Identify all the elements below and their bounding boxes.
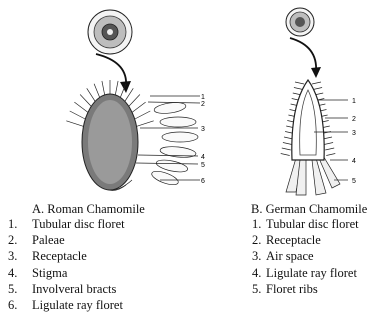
german-callout-5: 5 <box>352 178 356 185</box>
roman-callout-1: 1 <box>201 94 205 101</box>
roman-callout-6: 6 <box>201 178 205 185</box>
roman-callout-4: 4 <box>201 154 205 161</box>
disc-floret-stroke <box>326 154 335 156</box>
german-legend: 1.Tubular disc floret 2.Receptacle 3.Air… <box>252 216 359 297</box>
list-item: 6.Ligulate ray floret <box>8 297 125 313</box>
item-number: 1. <box>252 216 266 232</box>
disc-floret-stroke <box>133 111 150 120</box>
item-text: Receptacle <box>32 249 87 263</box>
list-item: 1.Tubular disc floret <box>252 216 359 232</box>
list-item: 4.Ligulate ray floret <box>252 265 359 281</box>
roman-section-illustration <box>66 80 198 191</box>
german-section-illustration <box>281 80 340 195</box>
item-number: 5. <box>252 281 266 297</box>
item-number: 5. <box>8 281 32 297</box>
list-item: 3.Receptacle <box>8 248 125 264</box>
item-number: 2. <box>252 232 266 248</box>
disc-floret-stroke <box>281 154 290 156</box>
item-text: Receptacle <box>266 233 321 247</box>
roman-legend: 1.Tubular disc floret 2.Paleae 3.Recepta… <box>8 216 125 313</box>
item-text: Air space <box>266 249 314 263</box>
disc-floret-stroke <box>70 111 87 120</box>
german-callout-3: 3 <box>352 130 356 137</box>
item-number: 4. <box>8 265 32 281</box>
item-text: Tubular disc floret <box>32 217 125 231</box>
disc-floret-stroke <box>295 82 304 84</box>
disc-floret-stroke <box>324 143 333 145</box>
disc-floret-stroke <box>325 148 334 150</box>
disc-floret-stroke <box>294 88 303 90</box>
german-arrow <box>290 38 316 72</box>
disc-floret-stroke <box>282 148 291 150</box>
roman-callout-5: 5 <box>201 162 205 169</box>
list-item: 5.Floret ribs <box>252 281 359 297</box>
item-text: Involveral bracts <box>32 282 116 296</box>
disc-floret-stroke <box>313 88 322 90</box>
item-text: Tubular disc floret <box>266 217 359 231</box>
item-number: 3. <box>252 248 266 264</box>
disc-floret-stroke <box>135 121 154 127</box>
list-item: 5.Involveral bracts <box>8 281 125 297</box>
list-item: 1.Tubular disc floret <box>8 216 125 232</box>
roman-flower-head-illustration <box>88 10 132 54</box>
item-number: 2. <box>8 232 32 248</box>
item-number: 4. <box>252 265 266 281</box>
disc-floret-stroke <box>74 102 89 114</box>
roman-arrow <box>96 54 126 86</box>
list-item: 2.Paleae <box>8 232 125 248</box>
list-item: 4.Stigma <box>8 265 125 281</box>
german-arrowhead <box>311 67 321 78</box>
list-item: 3.Air space <box>252 248 359 264</box>
item-text: Paleae <box>32 233 65 247</box>
item-number: 3. <box>8 248 32 264</box>
roman-callout-3: 3 <box>201 126 205 133</box>
item-text: Ligulate ray floret <box>32 298 123 312</box>
disc-floret-stroke <box>130 102 145 114</box>
item-text: Ligulate ray floret <box>266 266 357 280</box>
disc-floret-stroke <box>66 121 85 127</box>
german-flower-head-illustration <box>286 8 314 36</box>
german-callout-2: 2 <box>352 116 356 123</box>
german-title: B. German Chamomile <box>251 202 367 216</box>
roman-callout-2: 2 <box>201 101 205 108</box>
german-callout-4: 4 <box>352 158 356 165</box>
disc-floret-stroke <box>312 82 321 84</box>
item-number: 6. <box>8 297 32 313</box>
roman-arrowhead <box>120 81 131 93</box>
item-number: 1. <box>8 216 32 232</box>
list-item: 2.Receptacle <box>252 232 359 248</box>
item-text: Floret ribs <box>266 282 318 296</box>
roman-title: A. Roman Chamomile <box>32 202 145 216</box>
disc-floret-stroke <box>283 143 292 145</box>
item-text: Stigma <box>32 266 67 280</box>
german-callout-1: 1 <box>352 98 356 105</box>
